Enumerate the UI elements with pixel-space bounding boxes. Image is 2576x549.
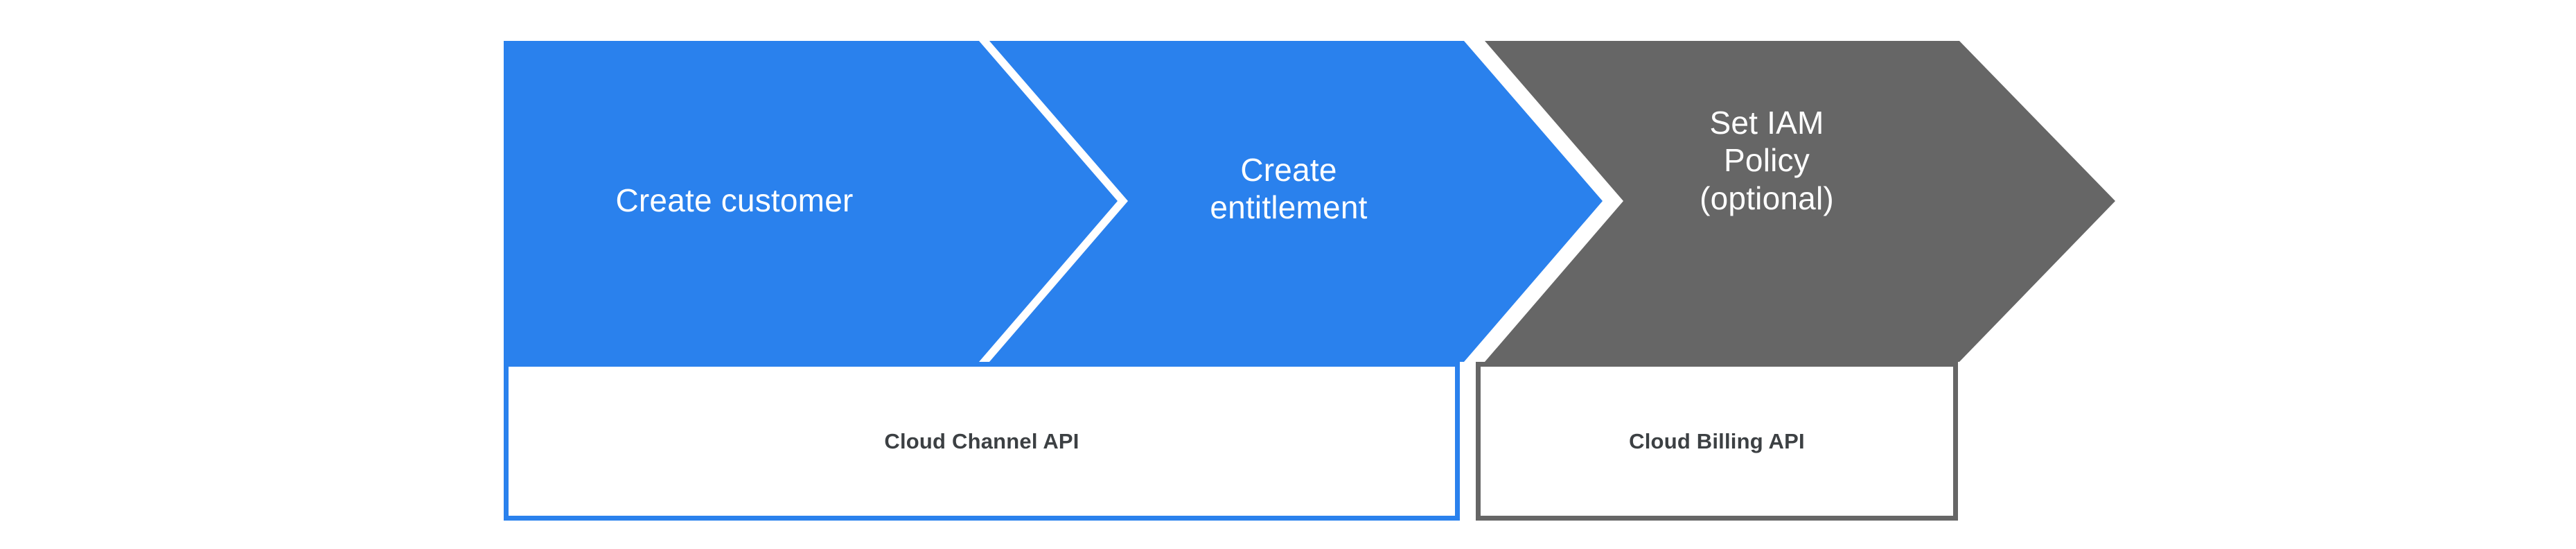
api-group-label: Cloud Channel API (884, 428, 1079, 453)
chevron-label-create-customer: Create customer (615, 182, 854, 218)
chevron-step-create-customer[interactable] (504, 41, 1118, 362)
chevron-label-set-iam-policy: Set IAM Policy (optional) (1700, 105, 1834, 216)
api-group-cloud-channel-api[interactable]: Cloud Channel API (504, 362, 1460, 521)
chevron-step-create-entitlement[interactable] (989, 41, 1603, 362)
api-group-label: Cloud Billing API (1629, 428, 1805, 453)
api-group-cloud-billing-api[interactable]: Cloud Billing API (1476, 362, 1958, 521)
chevron-step-set-iam-policy[interactable] (1485, 41, 2115, 362)
chevron-label-create-entitlement: Create entitlement (1210, 152, 1368, 226)
